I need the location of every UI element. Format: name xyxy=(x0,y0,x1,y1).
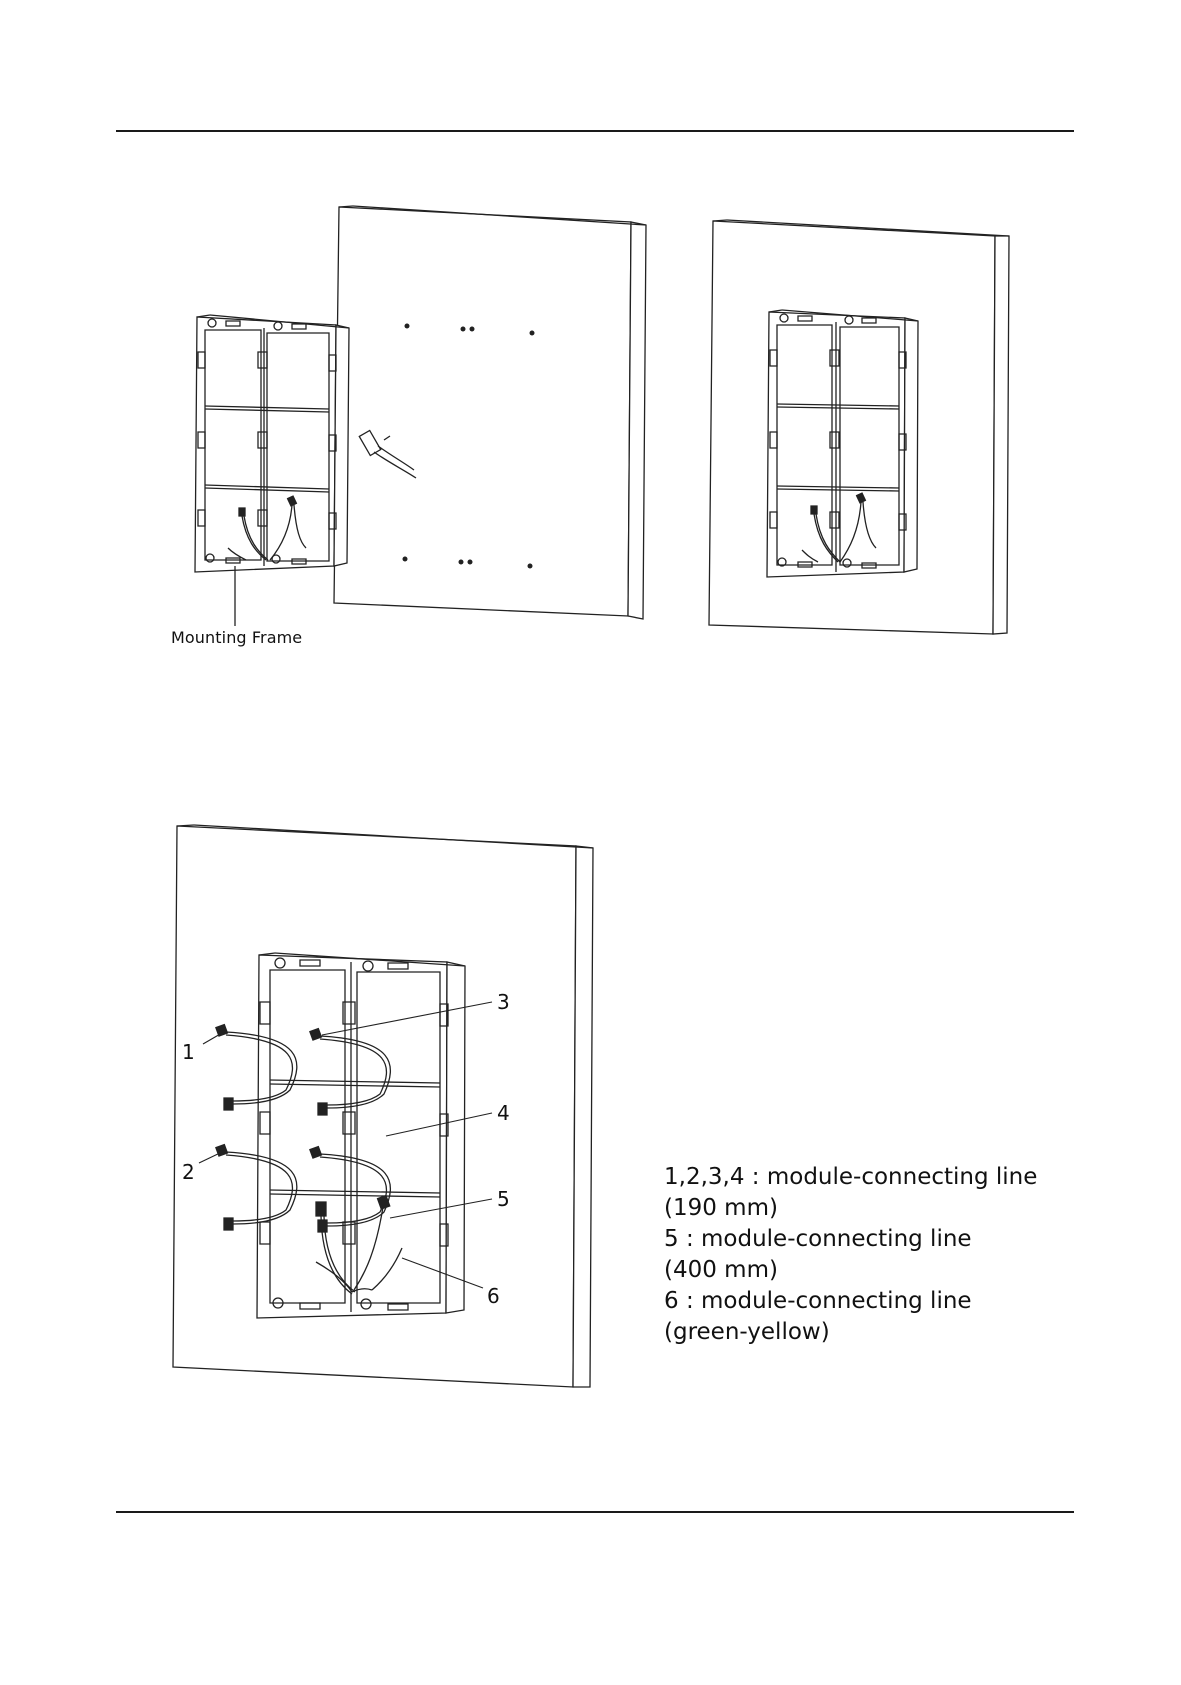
mounting-frame-wired xyxy=(257,953,465,1318)
callout-3: 3 xyxy=(497,990,510,1014)
callout-2: 2 xyxy=(182,1160,195,1184)
callout-4: 4 xyxy=(497,1101,510,1125)
callout-6: 6 xyxy=(487,1284,500,1308)
legend-line-6: (green-yellow) xyxy=(664,1317,1037,1348)
legend-line-2: (190 mm) xyxy=(664,1193,1037,1224)
legend-line-5: 6 : module-connecting line xyxy=(664,1286,1037,1317)
callout-5: 5 xyxy=(497,1187,510,1211)
legend-line-4: (400 mm) xyxy=(664,1255,1037,1286)
legend-line-1: 1,2,3,4 : module-connecting line xyxy=(664,1162,1037,1193)
connecting-line-legend: 1,2,3,4 : module-connecting line (190 mm… xyxy=(664,1162,1037,1348)
callout-1: 1 xyxy=(182,1040,195,1064)
legend-line-3: 5 : module-connecting line xyxy=(664,1224,1037,1255)
